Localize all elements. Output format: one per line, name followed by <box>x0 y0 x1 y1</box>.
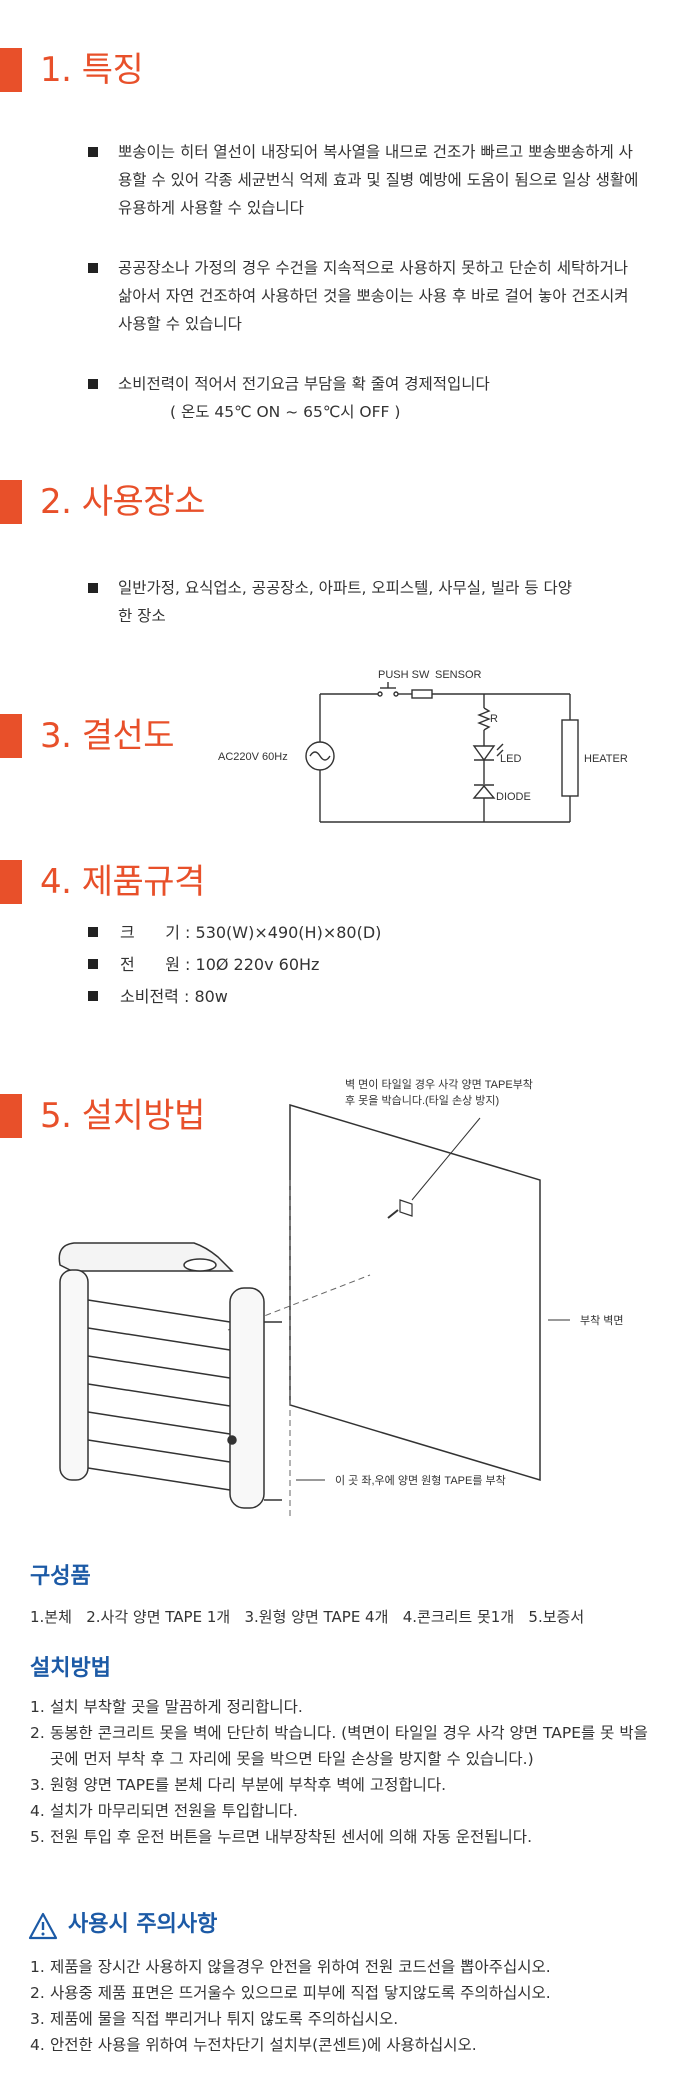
r-label: R <box>490 713 498 725</box>
list-item: 5.전원 투입 후 운전 버튼을 누르면 내부장착된 센서에 의해 자동 운전됩… <box>30 1828 532 1846</box>
spec-size: 크 기 : 530(W)×490(H)×80(D) <box>88 920 381 946</box>
bullet-square-icon <box>88 959 98 969</box>
list-item: 3.제품에 물을 직접 뿌리거나 튀지 않도록 주의하십시오. <box>30 2010 399 2028</box>
section-bar <box>0 480 22 524</box>
heater-label: HEATER <box>584 753 628 765</box>
list-item: 일반가정, 요식업소, 공공장소, 아파트, 오피스텔, 사무실, 빌라 등 다… <box>0 574 700 630</box>
bullet-square-icon <box>88 379 98 389</box>
section-bar <box>0 714 22 758</box>
wall-panel <box>289 1103 541 1482</box>
tape-note-line2: 후 못을 박습니다.(타일 손상 방지) <box>345 1093 499 1107</box>
section-wiring: 3. 결선도 <box>0 712 700 762</box>
list-item: 2.동봉한 콘크리트 못을 벽에 단단히 박습니다. (벽면이 타일일 경우 사… <box>30 1724 648 1768</box>
section-bar <box>0 860 22 904</box>
section-features: 1. 특징 <box>0 46 700 96</box>
wiring-diagram: PUSH SW SENSOR R LED DIODE HEATER AC220V… <box>218 669 628 823</box>
section-title: 2. 사용장소 <box>40 482 205 522</box>
list-item: 소비전력이 적어서 전기요금 부담을 확 줄여 경제적입니다 ( 온도 45℃ … <box>0 370 700 426</box>
ac-label: AC220V 60Hz <box>218 751 288 763</box>
section-title: 1. 특징 <box>40 50 144 90</box>
install-steps-title: 설치방법 <box>30 1656 111 1681</box>
features-list: 뽀송이는 히터 열선이 내장되어 복사열을 내므로 건조가 빠르고 뽀송뽀송하게… <box>0 138 700 426</box>
components-title: 구성품 <box>30 1564 91 1589</box>
bullet-square-icon <box>88 927 98 937</box>
spec-consumption: 소비전력 : 80w <box>88 984 228 1010</box>
tape-note-line1: 벽 면이 타일일 경우 사각 양면 TAPE부착 <box>345 1077 533 1091</box>
section-install: 5. 설치방법 <box>0 1092 700 1142</box>
list-item: 뽀송이는 히터 열선이 내장되어 복사열을 내므로 건조가 빠르고 뽀송뽀송하게… <box>0 138 700 222</box>
usage-list: 일반가정, 요식업소, 공공장소, 아파트, 오피스텔, 사무실, 빌라 등 다… <box>0 574 700 630</box>
spec-power: 전 원 : 10Ø 220v 60Hz <box>88 952 319 978</box>
components-text: 1.본체 2.사각 양면 TAPE 1개 3.원형 양면 TAPE 4개 4.콘… <box>30 1608 585 1626</box>
cautions-header: 사용시 주의사항 <box>28 1910 668 1944</box>
led-label: LED <box>500 753 521 765</box>
list-item: 3.원형 양면 TAPE를 본체 다리 부분에 부착후 벽에 고정합니다. <box>30 1776 447 1794</box>
cautions-title: 사용시 주의사항 <box>68 1912 218 1937</box>
wall-label: 부착 벽면 <box>580 1314 624 1327</box>
warning-icon <box>28 1912 58 1940</box>
towel-warmer <box>58 1242 282 1509</box>
list-item: 공공장소나 가정의 경우 수건을 지속적으로 사용하지 못하고 단순히 세탁하거… <box>0 254 700 338</box>
bullet-square-icon <box>88 147 98 157</box>
bullet-square-icon <box>88 583 98 593</box>
round-tape-label: 이 곳 좌,우에 양면 원형 TAPE를 부착 <box>335 1474 506 1487</box>
install-diagram: 벽 면이 타일일 경우 사각 양면 TAPE부착 후 못을 박습니다.(타일 손… <box>58 1077 624 1520</box>
section-title: 3. 결선도 <box>40 716 175 756</box>
bullet-square-icon <box>88 263 98 273</box>
section-spec: 4. 제품규격 <box>0 858 700 908</box>
list-item: 2.사용중 제품 표면은 뜨거울수 있으므로 피부에 직접 닿지않도록 주의하십… <box>30 1984 551 2002</box>
install-steps-list: 1.설치 부착할 곳을 말끔하게 정리합니다. 2.동봉한 콘크리트 못을 벽에… <box>30 1694 650 1850</box>
list-item: 4.안전한 사용을 위하여 누전차단기 설치부(콘센트)에 사용하십시오. <box>30 2036 477 2054</box>
diode-label: DIODE <box>496 791 531 803</box>
sensor-label: SENSOR <box>435 669 482 681</box>
section-usage: 2. 사용장소 <box>0 478 700 528</box>
temp-note: ( 온도 45℃ ON ~ 65℃시 OFF ) <box>170 403 401 421</box>
list-item: 1.제품을 장시간 사용하지 않을경우 안전을 위하여 전원 코드선을 뽑아주십… <box>30 1958 551 1976</box>
section-title: 5. 설치방법 <box>40 1096 205 1136</box>
section-bar <box>0 48 22 92</box>
list-item: 1.설치 부착할 곳을 말끔하게 정리합니다. <box>30 1698 303 1716</box>
list-item: 4.설치가 마무리되면 전원을 투입합니다. <box>30 1802 298 1820</box>
cautions-list: 1.제품을 장시간 사용하지 않을경우 안전을 위하여 전원 코드선을 뽑아주십… <box>30 1954 650 2058</box>
push-sw-label: PUSH SW <box>378 669 430 681</box>
section-bar <box>0 1094 22 1138</box>
bullet-square-icon <box>88 991 98 1001</box>
section-title: 4. 제품규격 <box>40 862 205 902</box>
